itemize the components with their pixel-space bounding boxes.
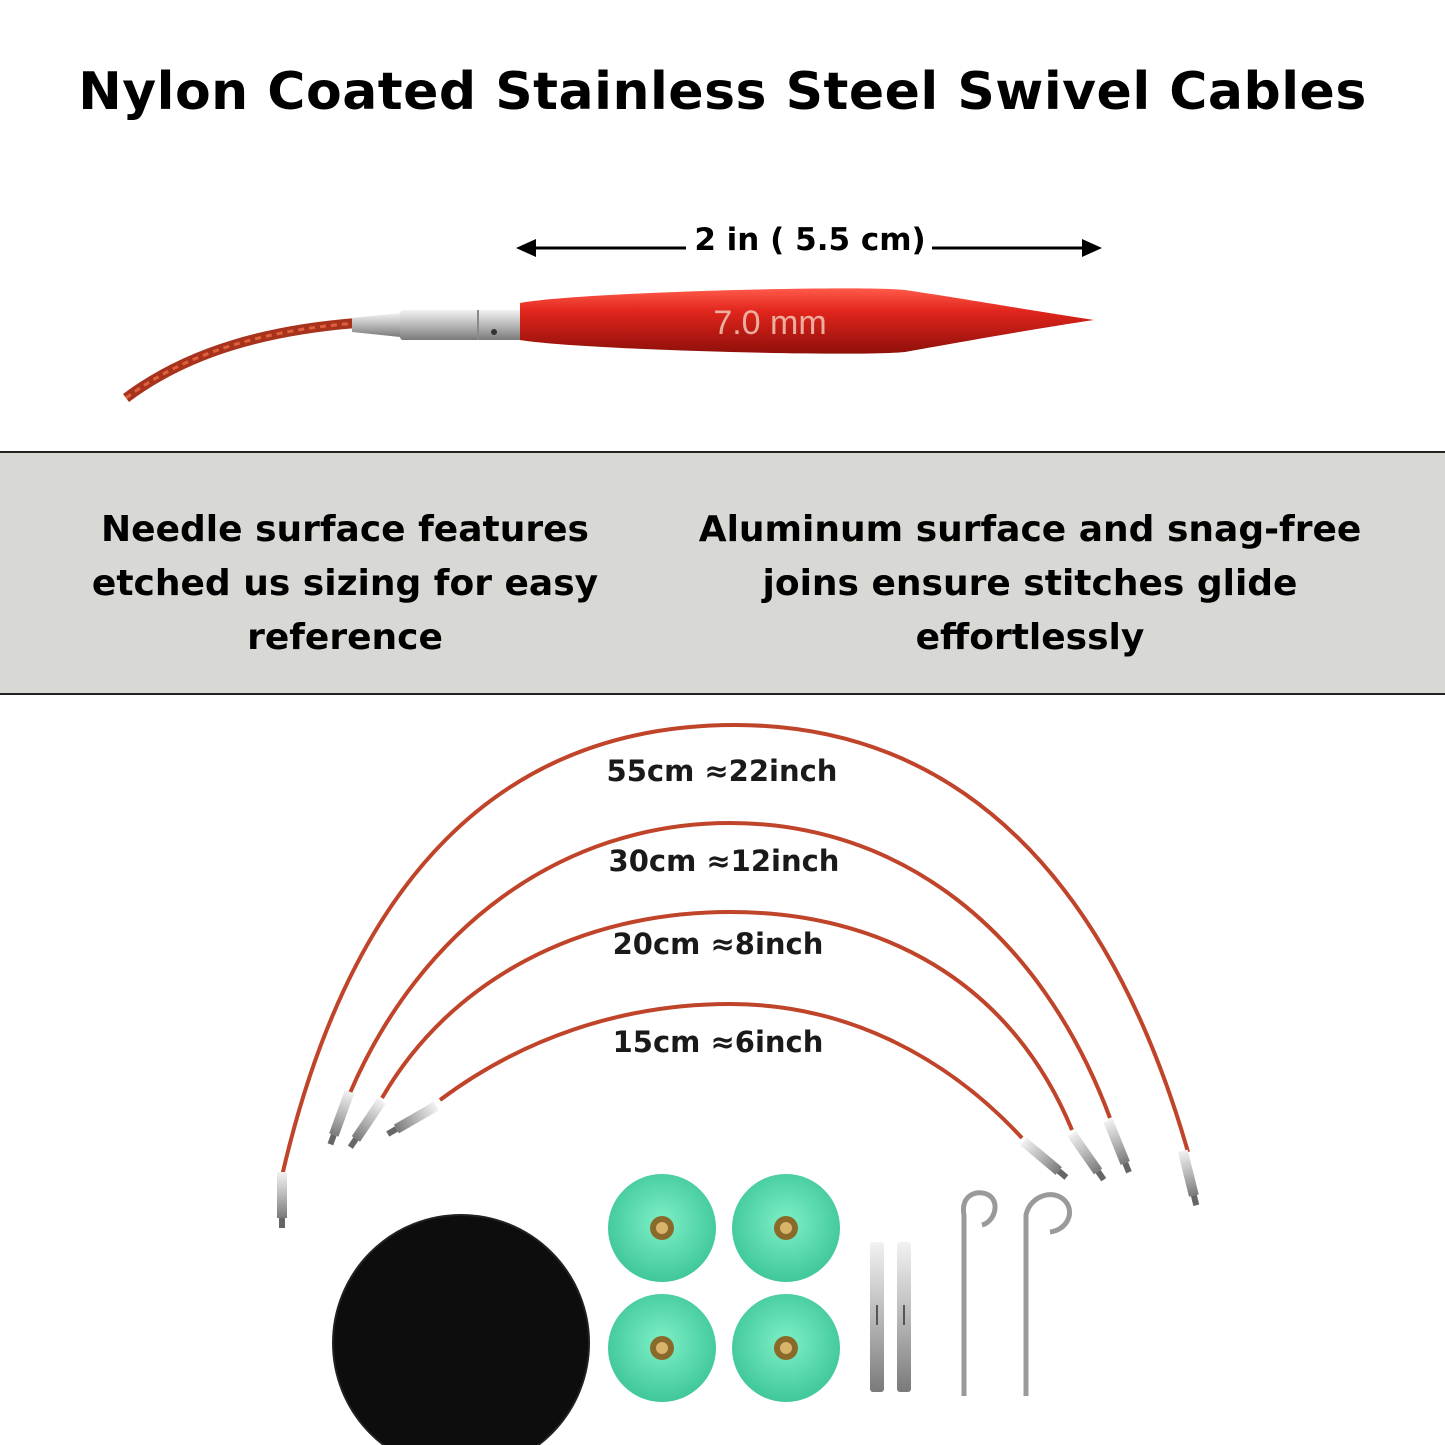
page-title: Nylon Coated Stainless Steel Swivel Cabl… [78,62,1367,122]
cable-label-30cm: 30cm ≈12inch [608,844,840,878]
cable-label-15cm: 15cm ≈6inch [612,1025,824,1059]
cable-15cm [386,1001,1069,1180]
needle-length-label: 2 in ( 5.5 cm) [694,222,926,258]
steel-connector [352,310,522,340]
feature-text-left: Needle surface features etched us sizing… [91,509,599,658]
cable-label-55cm: 55cm ≈22inch [606,754,838,788]
feature-text-right: Aluminum surface and snag-free joins ens… [698,509,1362,658]
cable-connector [897,1242,911,1392]
cable-label-20cm: 20cm ≈8inch [612,927,824,961]
end-stopper [608,1174,716,1282]
cable-30cm [327,820,1132,1174]
feature-band: Needle surface features etched us sizing… [0,451,1445,695]
end-stopper [608,1294,716,1402]
arrow-right-icon [932,239,1102,257]
red-needle-tip [520,288,1094,354]
needle-cable [123,318,357,403]
end-stopper [732,1294,840,1402]
cable-connector [870,1242,884,1392]
end-stopper [732,1174,840,1282]
arrow-left-icon [516,239,686,257]
cable-20cm [347,909,1107,1182]
needle-size-etching: 7.0 mm [713,304,827,342]
cable-55cm [277,722,1200,1228]
tightening-key [960,1190,1073,1396]
grip-pad [332,1214,590,1445]
